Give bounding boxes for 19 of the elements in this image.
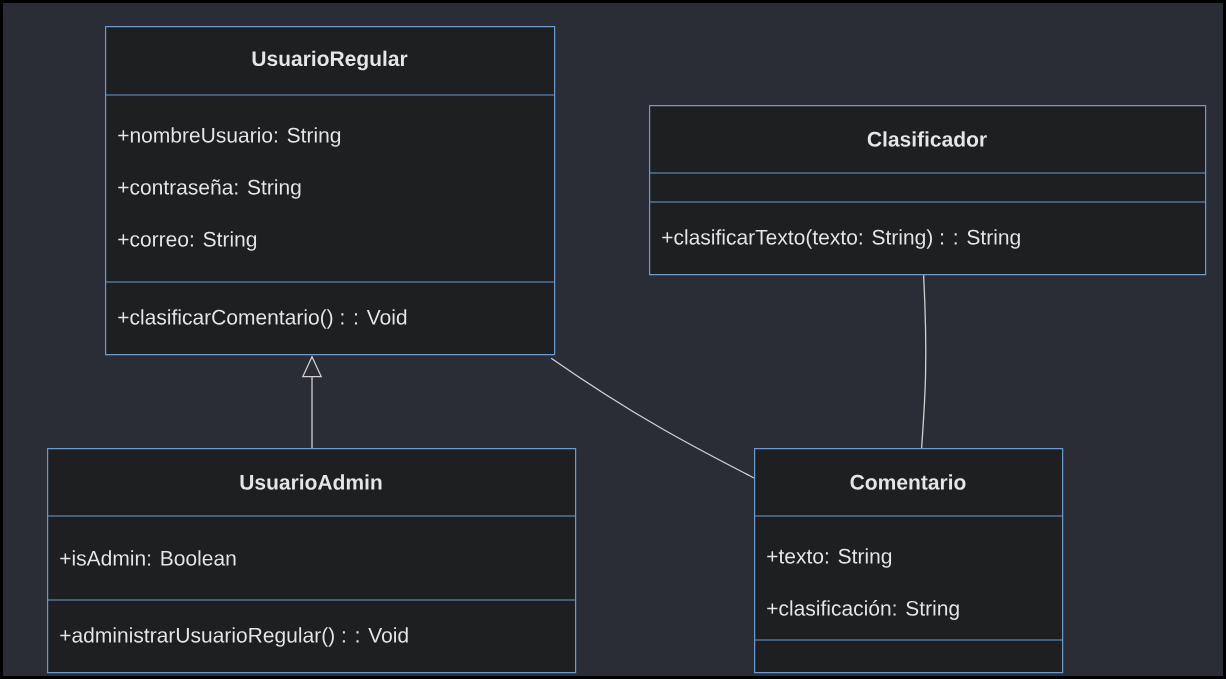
class-box: [648, 105, 1207, 276]
class-name: Comentario: [850, 474, 966, 490]
class-name: UsuarioRegular: [252, 50, 408, 71]
class-name: Clasificador: [867, 131, 987, 147]
class-box: [46, 448, 577, 674]
method-text: +clasificarTexto(texto: String) : : String: [662, 229, 1020, 249]
attribute-text: +correo: String: [118, 231, 257, 251]
attribute-text: +isAdmin: Boolean: [60, 550, 236, 566]
attribute-text: +texto: String: [767, 548, 892, 568]
method-text: +administrarUsuarioRegular() : : Void: [60, 627, 408, 647]
attribute-text: +clasificación: String: [767, 600, 959, 620]
class-name: UsuarioAdmin: [240, 474, 382, 490]
method-text: +clasificarComentario() : : Void: [118, 309, 407, 329]
association-line: [550, 357, 755, 479]
class-box: [104, 26, 556, 356]
attribute-text: +nombreUsuario: String: [118, 127, 341, 147]
attribute-text: +contraseña: String: [118, 179, 301, 199]
association-line: [920, 274, 927, 449]
class-box: [753, 448, 1064, 674]
